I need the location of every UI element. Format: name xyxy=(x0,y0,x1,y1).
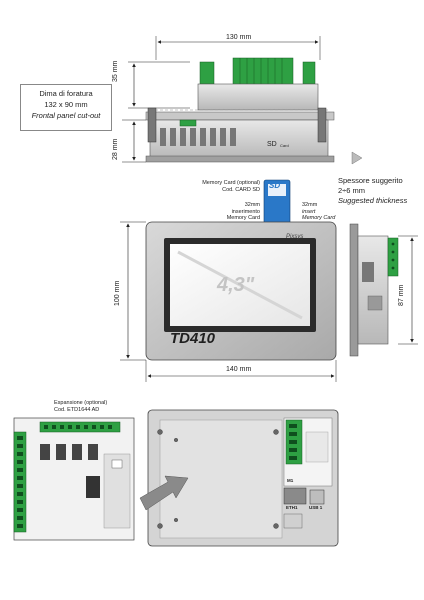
connector-right xyxy=(302,61,316,85)
expansion-terminal-left xyxy=(13,431,27,533)
screen-size-text: 4,3" xyxy=(217,274,255,296)
insert-left-l1: 32mm xyxy=(244,202,260,208)
brand-text: TD410 xyxy=(170,330,216,347)
side-height-label: 87 mm xyxy=(398,284,405,306)
housing-side xyxy=(149,119,329,159)
diagonal-arrow xyxy=(177,250,303,320)
expansion-line2: Cod. ETD1644 AD xyxy=(54,406,100,413)
dip-switch xyxy=(86,476,100,498)
memory-card-line1: Memory Card (optional) xyxy=(202,180,260,186)
usb-port xyxy=(309,489,325,505)
eth-port xyxy=(283,487,307,505)
front-width-label: 140 mm xyxy=(226,366,252,373)
insert-left-l2: inserimento xyxy=(231,208,260,215)
logo-text: Pixsys xyxy=(286,234,304,240)
expansion-line1: Espansione (optional) xyxy=(54,400,108,406)
front-height-label: 100 mm xyxy=(114,280,121,306)
insert-right-text: 32mm insert Memory Card xyxy=(302,202,335,222)
eth-label: ETH1 xyxy=(286,505,298,510)
side-bezel xyxy=(349,223,359,357)
rear-view xyxy=(139,409,339,547)
connector-left xyxy=(199,61,215,85)
expansion-board xyxy=(13,417,135,541)
panel-plate xyxy=(145,111,335,121)
connector-main xyxy=(232,57,294,89)
screw-left xyxy=(147,107,157,143)
cutout-line3: Frontal panel cut-out xyxy=(31,111,101,120)
aux-label: M1 xyxy=(287,478,294,483)
insert-arrow xyxy=(139,475,189,511)
insert-left-l3: Memory Card xyxy=(226,215,260,221)
side-connector xyxy=(387,237,399,277)
thickness-line2: 2÷6 mm xyxy=(338,186,366,195)
insert-right-l3: Memory Card xyxy=(302,215,336,221)
memory-card-text: Memory Card (optional) Cod. CARD SD xyxy=(186,180,260,193)
sd-card-text: SD xyxy=(269,181,281,190)
thickness-line1: Spessore suggerito xyxy=(338,176,403,185)
expansion-text: Espansione (optional) Cod. ETD1644 AD xyxy=(54,400,107,413)
memory-card-line2: Cod. CARD SD xyxy=(222,186,260,193)
top-width-label: 130 mm xyxy=(226,34,252,41)
insert-right-l2: insert xyxy=(302,208,316,215)
top-depth-label: 28 mm xyxy=(112,138,119,160)
side-housing xyxy=(357,235,389,345)
sd-label: SD xyxy=(267,141,277,148)
top-view xyxy=(122,36,363,165)
sd-sub-label: Card xyxy=(280,143,289,148)
screw-right xyxy=(317,107,327,143)
insert-right-l1: 32mm xyxy=(302,202,318,208)
top-height-label: 35 mm xyxy=(112,60,119,82)
front-view xyxy=(120,221,337,382)
insert-left-text: 32mm inserimento Memory Card xyxy=(214,202,260,222)
cutout-line1: Dima di foratura xyxy=(39,89,93,98)
housing-top xyxy=(197,83,319,111)
thickness-line3: Suggested thickness xyxy=(338,196,408,205)
side-view xyxy=(349,223,418,357)
usb-label: USB 1 xyxy=(309,505,323,510)
cutout-box: Dima di foratura 132 x 90 mm Frontal pan… xyxy=(20,84,112,131)
thickness-text: Spessore suggerito 2÷6 mm Suggested thic… xyxy=(338,176,407,206)
thickness-arrow xyxy=(351,151,363,165)
cutout-line2: 132 x 90 mm xyxy=(44,100,88,109)
